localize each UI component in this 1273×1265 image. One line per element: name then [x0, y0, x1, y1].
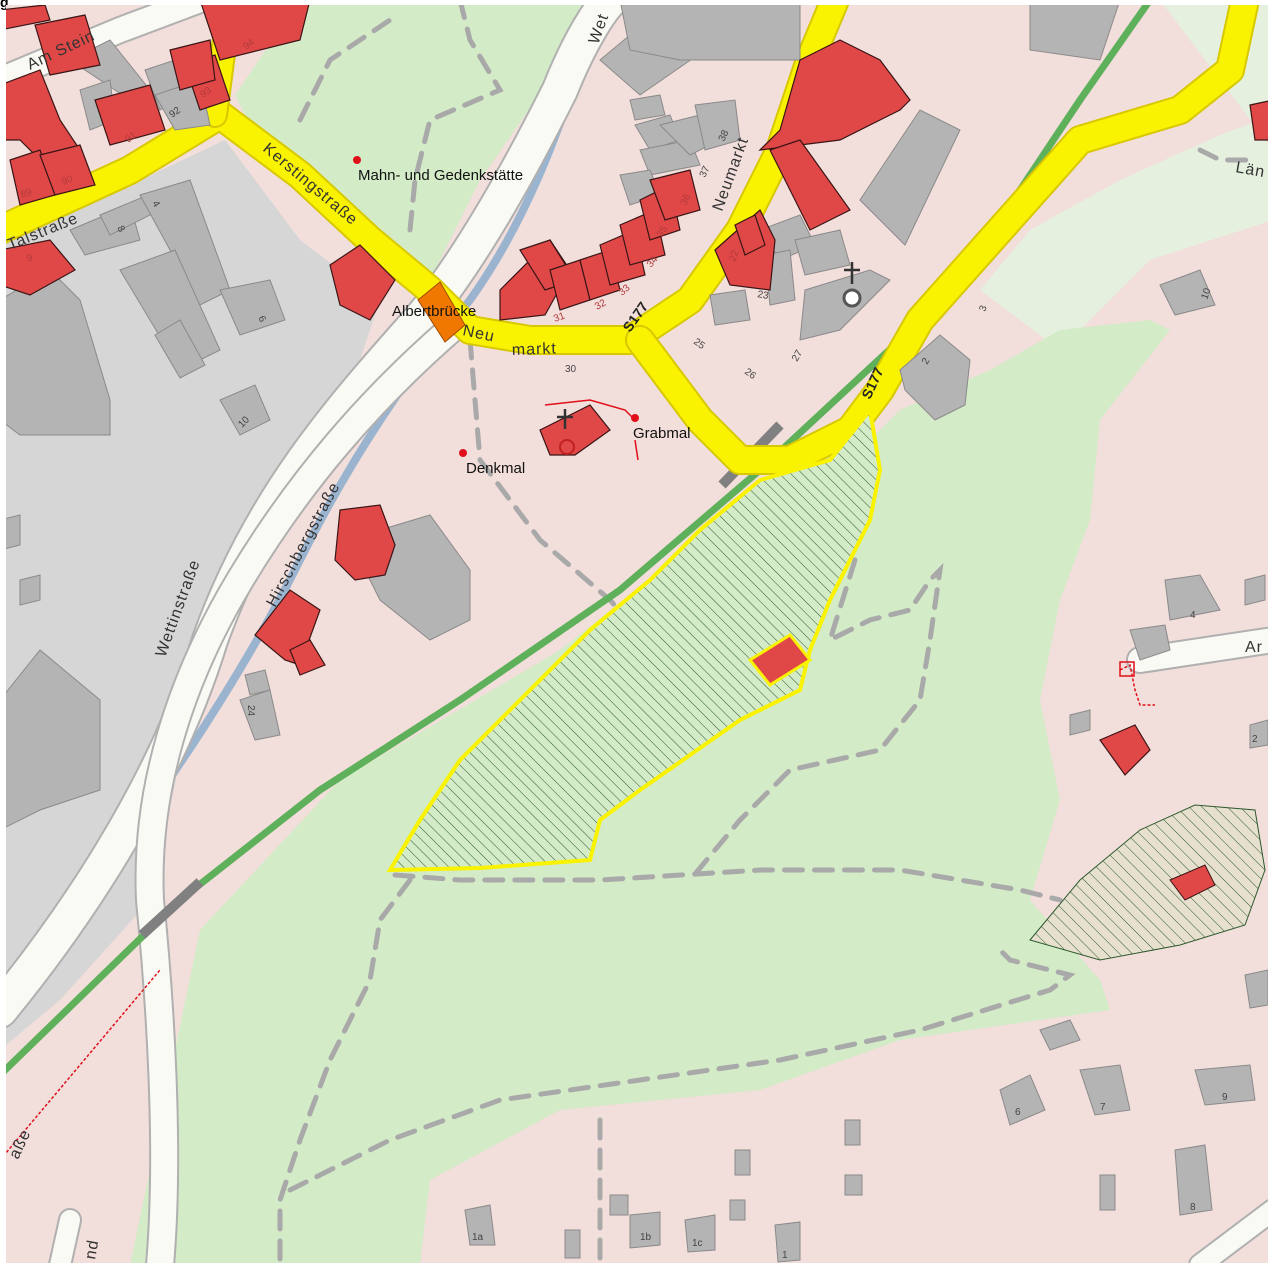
- park-south: [130, 320, 1170, 1263]
- house-number: 8: [1190, 1202, 1196, 1213]
- house-number: 9: [25, 252, 34, 264]
- protected-building-east: [1169, 864, 1216, 901]
- map-viewport[interactable]: Mahn- und Gedenkstätte Albertbrücke Grab…: [6, 5, 1268, 1263]
- corner-fragment-text: g: [0, 0, 9, 10]
- label-grabmal[interactable]: Grabmal: [633, 425, 691, 442]
- label-albertbruecke[interactable]: Albertbrücke: [392, 303, 476, 320]
- house-number: 6: [255, 314, 268, 325]
- street-label-ar: Ar: [1245, 639, 1263, 656]
- house-number: 30: [565, 364, 577, 375]
- house-number: 36: [679, 192, 694, 207]
- church-icon-south[interactable]: [557, 409, 575, 455]
- minor-roads: [6, 5, 1268, 1263]
- map-canvas[interactable]: Mahn- und Gedenkstätte Albertbrücke Grab…: [6, 5, 1268, 1263]
- house-number: 23: [756, 289, 769, 302]
- house-number: 4: [149, 199, 162, 210]
- albertbruecke-bridge: [417, 281, 466, 343]
- house-number: 1c: [692, 1238, 703, 1249]
- house-number: 24: [245, 705, 256, 717]
- railway-bridge: [138, 878, 204, 939]
- house-number: 4: [1190, 610, 1196, 621]
- street-label-nd: nd: [82, 1238, 102, 1260]
- protected-building-main: [747, 633, 813, 687]
- grass-area-east: [980, 5, 1268, 350]
- poi-dot-icon[interactable]: [459, 449, 467, 457]
- heritage-lines: [6, 399, 1155, 1155]
- house-number: 9: [1222, 1092, 1228, 1103]
- house-number: 32: [593, 297, 609, 312]
- house-number: 38: [717, 128, 732, 143]
- house-number: 37: [698, 164, 713, 179]
- street-label-neumarkt-south-b: markt: [512, 340, 558, 359]
- house-number: 1a: [472, 1232, 484, 1243]
- house-number: 8: [114, 224, 127, 235]
- house-number: 22: [727, 248, 741, 263]
- house-number: 89: [19, 187, 34, 201]
- church-icon-north[interactable]: [842, 262, 862, 308]
- house-number: 90: [60, 174, 75, 188]
- poi-dot-icon[interactable]: [353, 156, 361, 164]
- house-number: 31: [552, 311, 567, 325]
- label-mahn-gedenkstaette[interactable]: Mahn- und Gedenkstätte: [358, 167, 523, 184]
- house-number: 35: [655, 224, 670, 240]
- protected-area-east[interactable]: [1029, 804, 1266, 961]
- house-number: 27: [790, 348, 805, 364]
- house-number: 10: [1199, 286, 1213, 301]
- buildings-gray: [6, 5, 1268, 1263]
- house-number: 2: [1252, 734, 1258, 745]
- house-number: 3: [977, 304, 989, 313]
- house-number: 6: [1015, 1107, 1021, 1118]
- poi-dot-icon[interactable]: [631, 414, 639, 422]
- house-number: 2: [920, 356, 933, 367]
- house-number: 1: [782, 1250, 788, 1261]
- park-memorial: [235, 5, 593, 290]
- street-label-lan: Län: [1234, 159, 1266, 181]
- buildings-red: [6, 5, 1268, 776]
- label-denkmal[interactable]: Denkmal: [466, 460, 525, 477]
- railway-line: [6, 5, 1151, 1075]
- house-number: 1b: [640, 1232, 652, 1243]
- house-number: 7: [1100, 1102, 1106, 1113]
- protected-area-main[interactable]: [386, 405, 883, 873]
- street-label-neumarkt-south-a: Neu: [461, 322, 496, 345]
